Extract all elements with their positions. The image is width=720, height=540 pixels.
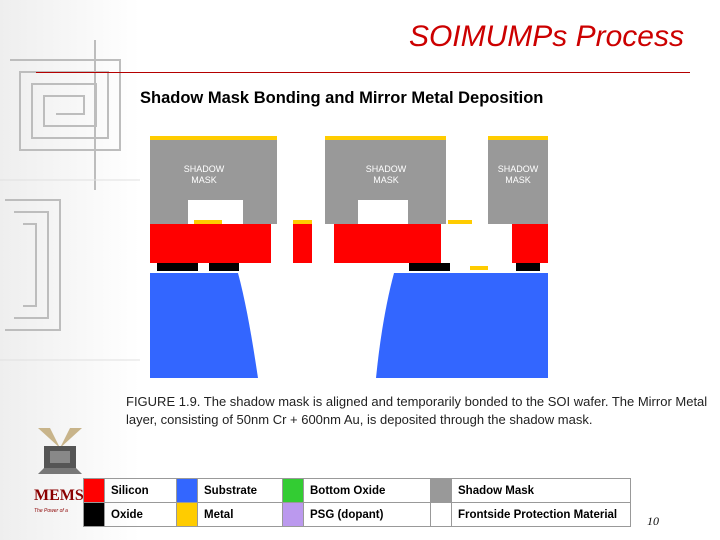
legend-swatch — [177, 479, 198, 503]
oxide-block — [516, 263, 540, 271]
silicon-layer — [512, 224, 548, 263]
mirror-metal — [194, 220, 222, 224]
figure-caption: FIGURE 1.9. The shadow mask is aligned a… — [126, 393, 716, 428]
legend-label: Frontside Protection Material — [452, 503, 631, 527]
mask-opening — [358, 200, 408, 224]
oxide-block — [409, 263, 450, 271]
page-subtitle: Shadow Mask Bonding and Mirror Metal Dep… — [140, 89, 543, 108]
logo-arrow-right — [60, 428, 82, 448]
logo-arrow-left — [38, 428, 60, 448]
legend-swatch — [283, 503, 304, 527]
legend-swatch — [177, 503, 198, 527]
silicon-layer — [334, 224, 441, 263]
title-divider — [36, 72, 690, 73]
substrate-right — [376, 273, 548, 378]
page-number: 10 — [647, 514, 659, 529]
legend-label: Silicon — [105, 479, 177, 503]
legend-label: PSG (dopant) — [304, 503, 431, 527]
mirror-metal — [293, 220, 312, 224]
mirror-metal — [448, 220, 472, 224]
metal-layer — [488, 136, 548, 140]
page-title: SOIMUMPs Process — [409, 20, 684, 54]
oxide-block — [209, 263, 239, 271]
legend-swatch — [431, 503, 452, 527]
logo-chip-core — [50, 451, 70, 463]
legend-row: Silicon Substrate Bottom Oxide Shadow Mask — [84, 479, 631, 503]
logo-tagline: The Power of a — [34, 508, 68, 514]
logo-base — [38, 468, 82, 474]
metal-layer — [325, 136, 446, 140]
legend-row: Oxide Metal PSG (dopant) Frontside Protecti… — [84, 503, 631, 527]
legend-label: Substrate — [198, 479, 283, 503]
metal-layer — [150, 136, 277, 140]
legend-swatch — [283, 479, 304, 503]
silicon-beam — [293, 224, 312, 263]
mems-logo: MEMS The Power of a — [30, 428, 90, 523]
substrate-left — [150, 273, 258, 378]
legend-label: Metal — [198, 503, 283, 527]
legend-label: Oxide — [105, 503, 177, 527]
oxide-block — [157, 263, 198, 271]
legend-label: Bottom Oxide — [304, 479, 431, 503]
logo-text: MEMS — [34, 487, 84, 504]
legend-label: Shadow Mask — [452, 479, 631, 503]
silicon-layer — [150, 224, 271, 263]
legend-swatch — [431, 479, 452, 503]
mirror-metal — [470, 266, 488, 270]
